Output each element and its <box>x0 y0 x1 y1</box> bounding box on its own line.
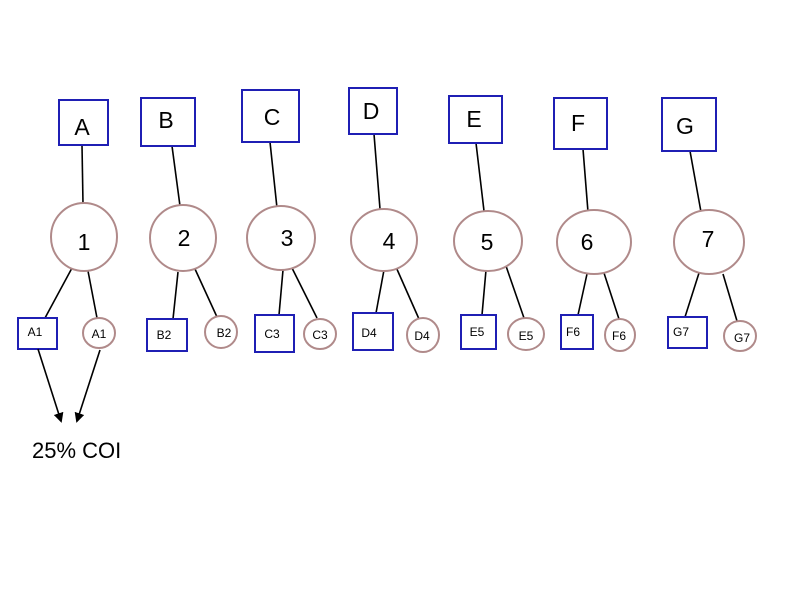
female-offspring-circles <box>82 315 757 353</box>
line-child-7-to-female-g7 <box>722 273 738 322</box>
child-labels: 1 2 3 4 5 6 7 <box>78 225 715 255</box>
male-offspring-squares <box>17 312 708 353</box>
female-offspring-circle-c3 <box>303 318 337 350</box>
child-label-5: 5 <box>481 229 494 255</box>
female-offspring-label-f6: F6 <box>612 329 626 343</box>
parent-square-c <box>241 89 300 143</box>
male-offspring-label-f6: F6 <box>566 325 580 339</box>
child-label-7: 7 <box>702 226 715 252</box>
connector-lines <box>44 133 738 322</box>
male-offspring-label-b2: B2 <box>157 328 172 342</box>
child-circles <box>50 202 745 275</box>
child-label-6: 6 <box>581 229 594 255</box>
female-offspring-circle-f6 <box>604 318 636 352</box>
line-child-2-to-male-b2 <box>172 271 179 320</box>
line-child-4-to-female-d4 <box>395 266 420 320</box>
line-parent-e-to-child-5 <box>475 142 485 212</box>
line-child-5-to-female-e5 <box>505 265 525 319</box>
parent-square-b <box>140 97 196 147</box>
child-circle-1 <box>50 202 118 272</box>
parent-square-e <box>448 95 503 144</box>
child-label-3: 3 <box>281 225 294 251</box>
child-circle-6 <box>556 209 632 275</box>
line-parent-a-to-child-1 <box>81 144 84 205</box>
line-child-4-to-male-d4 <box>375 269 385 314</box>
child-label-4: 4 <box>383 228 396 254</box>
line-child-2-to-female-b2 <box>194 268 218 318</box>
child-circle-3 <box>246 205 316 271</box>
female-offspring-circle-e5 <box>507 317 545 351</box>
line-child-3-to-male-c3 <box>278 269 284 316</box>
male-offspring-square-c3 <box>254 314 295 353</box>
parent-square-d <box>348 87 398 135</box>
female-offspring-circle-d4 <box>406 317 440 353</box>
parent-square-a <box>58 99 109 146</box>
child-label-1: 1 <box>78 229 91 255</box>
female-offspring-circle-g7 <box>723 320 757 352</box>
female-offspring-label-a1: A1 <box>92 327 107 341</box>
child-circle-4 <box>350 208 418 272</box>
parent-label-c: C <box>264 104 281 130</box>
male-offspring-square-g7 <box>667 316 708 349</box>
parent-label-e: E <box>466 106 481 132</box>
line-parent-d-to-child-4 <box>373 133 381 210</box>
female-offspring-circle-a1 <box>82 317 116 349</box>
line-child-5-to-male-e5 <box>481 269 487 316</box>
female-offspring-label-e5: E5 <box>519 329 534 343</box>
line-child-1-to-male-a1 <box>44 267 73 319</box>
female-offspring-labels: A1 B2 C3 D4 E5 F6 G7 <box>92 326 751 345</box>
male-offspring-labels: A1 B2 C3 D4 E5 F6 G7 <box>28 325 690 342</box>
female-offspring-circle-b2 <box>204 315 238 349</box>
male-offspring-square-a1 <box>17 317 58 350</box>
male-offspring-label-g7: G7 <box>673 325 689 339</box>
male-offspring-label-d4: D4 <box>361 326 377 340</box>
parent-label-g: G <box>676 113 694 139</box>
male-offspring-square-f6 <box>560 314 594 350</box>
arrow-from-male-a1 <box>37 348 64 423</box>
female-offspring-label-d4: D4 <box>414 329 430 343</box>
child-circle-2 <box>149 204 217 272</box>
male-offspring-square-d4 <box>352 312 394 351</box>
female-offspring-label-b2: B2 <box>217 326 232 340</box>
line-child-7-to-male-g7 <box>684 272 700 318</box>
coi-note: 25% COI <box>32 438 121 463</box>
male-offspring-square-e5 <box>460 314 497 350</box>
parent-label-a: A <box>74 114 90 140</box>
coi-arrows <box>37 348 101 423</box>
male-offspring-label-a1: A1 <box>28 325 43 339</box>
male-offspring-square-b2 <box>146 318 188 352</box>
line-parent-b-to-child-2 <box>171 145 181 207</box>
line-parent-f-to-child-6 <box>582 148 589 213</box>
male-offspring-label-c3: C3 <box>264 327 280 341</box>
line-parent-c-to-child-3 <box>269 141 278 209</box>
parent-squares <box>58 87 717 152</box>
line-parent-g-to-child-7 <box>689 150 702 213</box>
line-child-6-to-female-f6 <box>603 272 620 320</box>
child-circle-7 <box>673 209 745 275</box>
parent-label-d: D <box>363 98 380 124</box>
parent-square-g <box>661 97 717 152</box>
parent-labels: A B C D E F G <box>74 98 694 140</box>
child-circle-5 <box>453 210 523 272</box>
line-child-3-to-female-c3 <box>291 267 318 319</box>
child-label-2: 2 <box>178 225 191 251</box>
parent-label-f: F <box>571 110 585 136</box>
line-child-6-to-male-f6 <box>577 273 588 316</box>
line-child-1-to-female-a1 <box>87 270 98 319</box>
arrow-from-female-a1 <box>74 349 101 423</box>
male-offspring-label-e5: E5 <box>470 325 485 339</box>
parent-square-f <box>553 97 608 150</box>
female-offspring-label-g7: G7 <box>734 331 750 345</box>
female-offspring-label-c3: C3 <box>312 328 328 342</box>
parent-label-b: B <box>158 107 173 133</box>
